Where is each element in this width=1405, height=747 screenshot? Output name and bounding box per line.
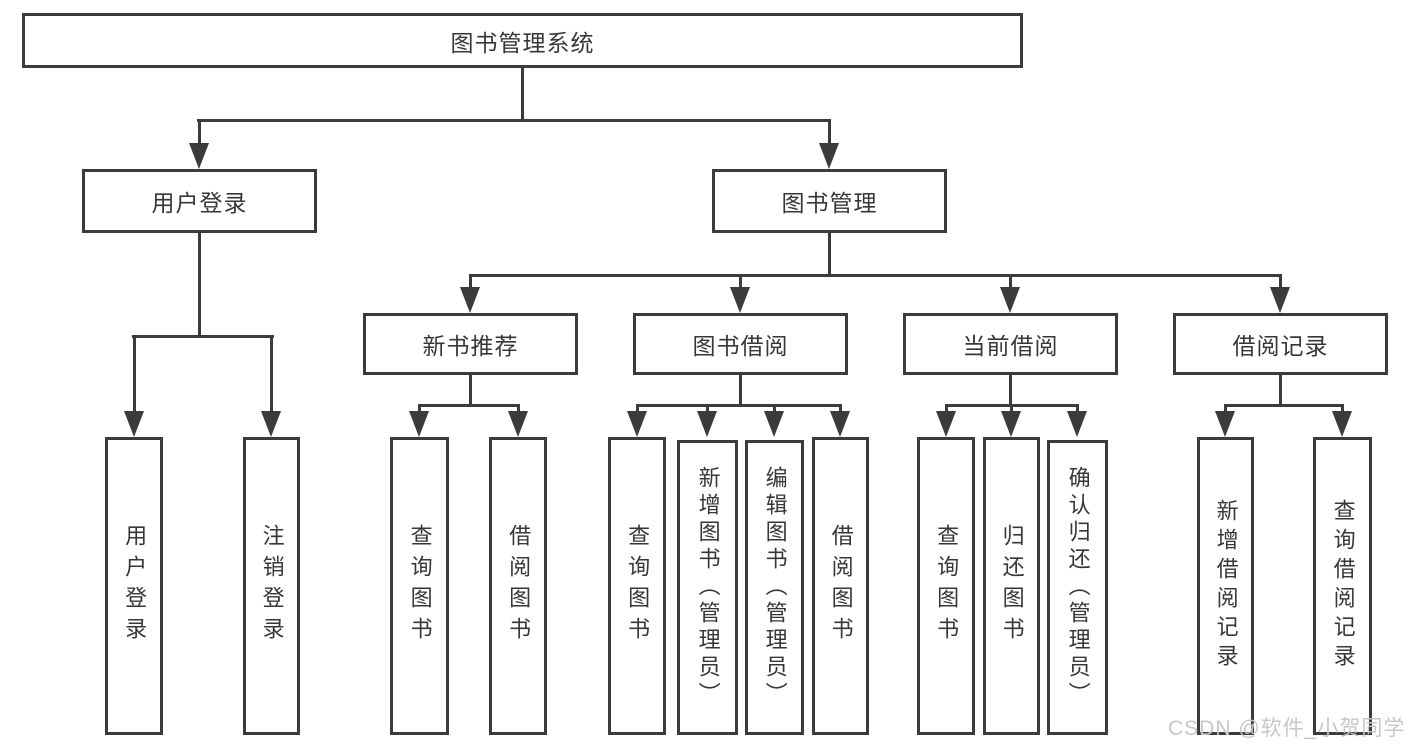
leaf-user-login: 用户登录 bbox=[105, 437, 163, 735]
connector-arrow-stem bbox=[1224, 404, 1227, 414]
node-book-management-label: 图书管理 bbox=[781, 190, 878, 216]
arrow-down-icon bbox=[409, 411, 429, 437]
csdn-watermark: CSDN @软件_小贺同学 bbox=[1168, 717, 1405, 740]
connector-leaf-rail bbox=[1224, 404, 1344, 407]
node-root: 图书管理系统 bbox=[22, 13, 1023, 68]
arrow-down-icon bbox=[697, 411, 717, 437]
leaf-edit-books: 编辑图书（管理员） bbox=[745, 440, 804, 735]
connector-arrow-stem bbox=[1076, 404, 1079, 414]
connector-stem bbox=[1009, 375, 1012, 407]
arrow-down-icon bbox=[1215, 411, 1235, 437]
leaf-confirm-return-label: 确认归还（管理员） bbox=[1065, 466, 1091, 709]
leaf-borrow-books-1-label: 借阅图书 bbox=[506, 524, 532, 648]
arrow-down-icon bbox=[819, 143, 839, 169]
node-book-borrow-label: 图书借阅 bbox=[692, 333, 789, 359]
arrow-down-icon bbox=[730, 287, 750, 313]
leaf-borrow-books-2-label: 借阅图书 bbox=[828, 524, 854, 648]
arrow-down-icon bbox=[508, 411, 528, 437]
node-borrow-record-label: 借阅记录 bbox=[1232, 333, 1329, 359]
leaf-query-books-2: 查询图书 bbox=[608, 437, 666, 735]
arrow-down-icon bbox=[1000, 287, 1020, 313]
arrow-down-icon bbox=[936, 411, 956, 437]
connector-arrow-stem bbox=[773, 404, 776, 414]
node-current-borrow: 当前借阅 bbox=[903, 313, 1118, 375]
connector-leaf-rail bbox=[418, 404, 519, 407]
leaf-return-books-label: 归还图书 bbox=[999, 524, 1025, 648]
leaf-user-login-label: 用户登录 bbox=[122, 524, 148, 648]
connector-arrow-stem bbox=[839, 404, 842, 414]
node-new-book-recommend: 新书推荐 bbox=[363, 313, 578, 375]
connector-arrow-stem bbox=[1010, 404, 1013, 414]
connector-arrow-stem bbox=[1279, 274, 1282, 290]
leaf-add-borrow-record: 新增借阅记录 bbox=[1197, 437, 1254, 735]
arrow-down-icon bbox=[1067, 411, 1087, 437]
node-book-borrow: 图书借阅 bbox=[633, 313, 848, 375]
connector-arrow-stem bbox=[945, 404, 948, 414]
connector-root-stem bbox=[521, 68, 524, 120]
arrow-down-icon bbox=[1332, 411, 1352, 437]
leaf-query-borrow-record-label: 查询借阅记录 bbox=[1330, 499, 1356, 673]
connector-userlogin-rail bbox=[132, 335, 274, 338]
node-borrow-record: 借阅记录 bbox=[1173, 313, 1388, 375]
connector-arrow-stem bbox=[828, 119, 831, 146]
connector-leaf-rail bbox=[636, 404, 842, 407]
connector-userlogin-stem bbox=[198, 233, 201, 338]
arrow-down-icon bbox=[1270, 287, 1290, 313]
leaf-borrow-books-1: 借阅图书 bbox=[489, 437, 547, 735]
leaf-confirm-return: 确认归还（管理员） bbox=[1047, 440, 1108, 735]
connector-arrow-stem bbox=[517, 404, 520, 414]
connector-level2-rail bbox=[197, 119, 831, 122]
connector-stem bbox=[739, 375, 742, 407]
leaf-add-books-label: 新增图书（管理员） bbox=[695, 466, 721, 709]
arrow-down-icon bbox=[189, 143, 209, 169]
arrow-down-icon bbox=[460, 287, 480, 313]
leaf-logout-login-label: 注销登录 bbox=[259, 524, 285, 648]
leaf-query-books-1-label: 查询图书 bbox=[407, 524, 433, 648]
connector-arrow-stem bbox=[739, 274, 742, 290]
arrow-down-icon bbox=[124, 411, 144, 437]
leaf-query-borrow-record: 查询借阅记录 bbox=[1313, 437, 1372, 735]
connector-arrow-stem bbox=[418, 404, 421, 414]
arrow-down-icon bbox=[261, 411, 281, 437]
connector-arrow-stem bbox=[636, 404, 639, 414]
leaf-add-books: 新增图书（管理员） bbox=[677, 440, 738, 735]
connector-bookmgmt-stem bbox=[828, 233, 831, 277]
connector-stem bbox=[1279, 375, 1282, 407]
arrow-down-icon bbox=[830, 411, 850, 437]
leaf-query-books-1: 查询图书 bbox=[390, 437, 449, 735]
node-new-book-recommend-label: 新书推荐 bbox=[422, 333, 519, 359]
leaf-logout-login: 注销登录 bbox=[243, 437, 300, 735]
leaf-query-books-3-label: 查询图书 bbox=[934, 524, 960, 648]
connector-stem bbox=[469, 375, 472, 407]
connector-arrow-stem bbox=[469, 274, 472, 290]
connector-level3-rail bbox=[469, 274, 1282, 277]
arrow-down-icon bbox=[627, 411, 647, 437]
node-book-management: 图书管理 bbox=[712, 169, 947, 233]
connector-arrow-stem bbox=[198, 119, 201, 146]
leaf-query-books-2-label: 查询图书 bbox=[625, 524, 651, 648]
connector-arrow-stem bbox=[706, 404, 709, 414]
node-root-label: 图书管理系统 bbox=[450, 29, 595, 56]
arrow-down-icon bbox=[764, 411, 784, 437]
leaf-edit-books-label: 编辑图书（管理员） bbox=[762, 466, 788, 709]
connector-arrow-stem bbox=[133, 335, 136, 413]
leaf-borrow-books-2: 借阅图书 bbox=[812, 437, 869, 735]
node-user-login-label: 用户登录 bbox=[151, 190, 248, 216]
arrow-down-icon bbox=[1001, 411, 1021, 437]
connector-arrow-stem bbox=[1341, 404, 1344, 414]
connector-arrow-stem bbox=[1009, 274, 1012, 290]
node-current-borrow-label: 当前借阅 bbox=[962, 333, 1059, 359]
node-user-login: 用户登录 bbox=[82, 169, 317, 233]
leaf-add-borrow-record-label: 新增借阅记录 bbox=[1213, 499, 1239, 673]
connector-arrow-stem bbox=[270, 335, 273, 413]
leaf-return-books: 归还图书 bbox=[983, 437, 1040, 735]
leaf-query-books-3: 查询图书 bbox=[917, 437, 975, 735]
